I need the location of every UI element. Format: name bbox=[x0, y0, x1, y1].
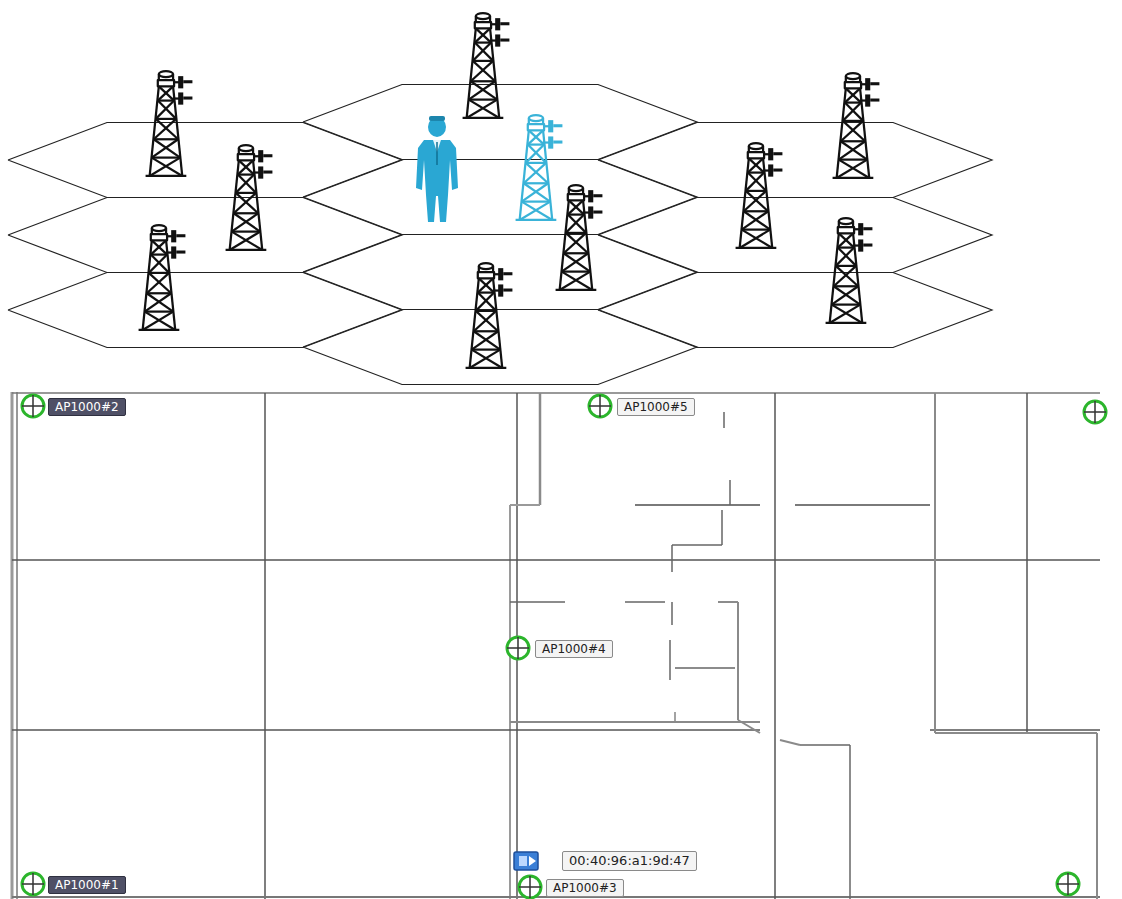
wall-line bbox=[718, 601, 738, 603]
ap-ring bbox=[1084, 401, 1106, 423]
wall-line bbox=[510, 504, 540, 506]
cell-tower bbox=[556, 185, 603, 290]
wall-line bbox=[671, 602, 673, 625]
cell-tower bbox=[146, 71, 193, 176]
cell-hexagon bbox=[598, 273, 992, 348]
cell-hexagon bbox=[598, 198, 992, 273]
wall-line bbox=[795, 504, 930, 506]
wall-line bbox=[1026, 393, 1028, 733]
ap-marker bbox=[1084, 401, 1106, 423]
wall-line bbox=[674, 712, 675, 722]
cell-hexagon bbox=[8, 123, 402, 198]
ap-ring bbox=[519, 876, 541, 898]
client-device bbox=[514, 852, 538, 870]
cell-tower bbox=[833, 73, 880, 178]
cell-tower bbox=[463, 13, 510, 118]
cell-hexagon bbox=[303, 160, 697, 235]
ap-marker bbox=[519, 876, 541, 898]
cell-hexagon bbox=[8, 198, 402, 273]
ap-label: AP1000#5 bbox=[617, 398, 695, 416]
wall-line bbox=[729, 480, 731, 505]
user-figure bbox=[416, 116, 458, 222]
wall-line bbox=[672, 544, 722, 546]
ap-marker bbox=[589, 395, 611, 417]
wall-line bbox=[671, 545, 673, 572]
cell-grid bbox=[8, 85, 992, 385]
ap-label: AP1000#1 bbox=[48, 876, 126, 894]
wall-line bbox=[721, 510, 723, 545]
wall-line bbox=[16, 392, 17, 899]
ap-marker bbox=[507, 637, 529, 659]
wall-line bbox=[1096, 733, 1098, 899]
access-points bbox=[22, 395, 1106, 898]
wall-line bbox=[264, 393, 266, 899]
cell-tower bbox=[226, 145, 273, 250]
cell-tower bbox=[736, 143, 783, 248]
ap-ring bbox=[589, 395, 611, 417]
wall-line bbox=[780, 740, 800, 745]
ap-label: AP1000#2 bbox=[48, 398, 126, 416]
floor-plan bbox=[12, 392, 1100, 899]
wall-line bbox=[737, 602, 739, 720]
wall-line bbox=[723, 412, 725, 428]
serving-tower bbox=[516, 115, 563, 220]
wall-line bbox=[509, 505, 511, 899]
wall-line bbox=[635, 504, 760, 506]
wall-line bbox=[625, 601, 665, 603]
ap-label: AP1000#4 bbox=[535, 640, 613, 658]
wall-line bbox=[675, 667, 735, 669]
wall-line bbox=[935, 732, 1097, 734]
tower-group bbox=[139, 13, 880, 368]
wall-line bbox=[12, 559, 1100, 561]
ap-crosshair bbox=[507, 637, 529, 659]
cell-tower bbox=[466, 263, 513, 368]
cell-hexagon bbox=[598, 123, 992, 198]
ap-crosshair bbox=[519, 876, 541, 898]
wall-line bbox=[669, 640, 671, 680]
ap-marker bbox=[22, 395, 44, 417]
ap-label: AP1000#3 bbox=[546, 879, 624, 897]
ap-ring bbox=[22, 873, 44, 895]
wall-line bbox=[930, 729, 1100, 731]
ap-marker bbox=[22, 873, 44, 895]
wall-line bbox=[849, 745, 851, 899]
ap-crosshair bbox=[22, 873, 44, 895]
cell-tower bbox=[826, 218, 873, 323]
ap-crosshair bbox=[589, 395, 611, 417]
wall-line bbox=[934, 393, 936, 733]
ap-ring bbox=[22, 395, 44, 417]
cell-hexagon bbox=[303, 85, 697, 160]
cell-tower bbox=[139, 225, 186, 330]
wall-line bbox=[800, 744, 850, 746]
ap-crosshair bbox=[1057, 873, 1079, 895]
ap-marker bbox=[1057, 873, 1079, 895]
wall-line bbox=[539, 393, 542, 505]
wall-line bbox=[774, 393, 776, 899]
wall-line bbox=[12, 392, 1100, 394]
wall-line bbox=[11, 392, 14, 899]
wall-line bbox=[510, 721, 760, 723]
ap-crosshair bbox=[1084, 401, 1106, 423]
ap-ring bbox=[507, 637, 529, 659]
device-label: 00:40:96:a1:9d:47 bbox=[562, 851, 697, 871]
wall-line bbox=[510, 601, 565, 603]
wall-line bbox=[12, 729, 760, 731]
cell-hexagon bbox=[8, 273, 402, 348]
ap-crosshair bbox=[22, 395, 44, 417]
ap-ring bbox=[1057, 873, 1079, 895]
wall-line bbox=[738, 720, 760, 733]
